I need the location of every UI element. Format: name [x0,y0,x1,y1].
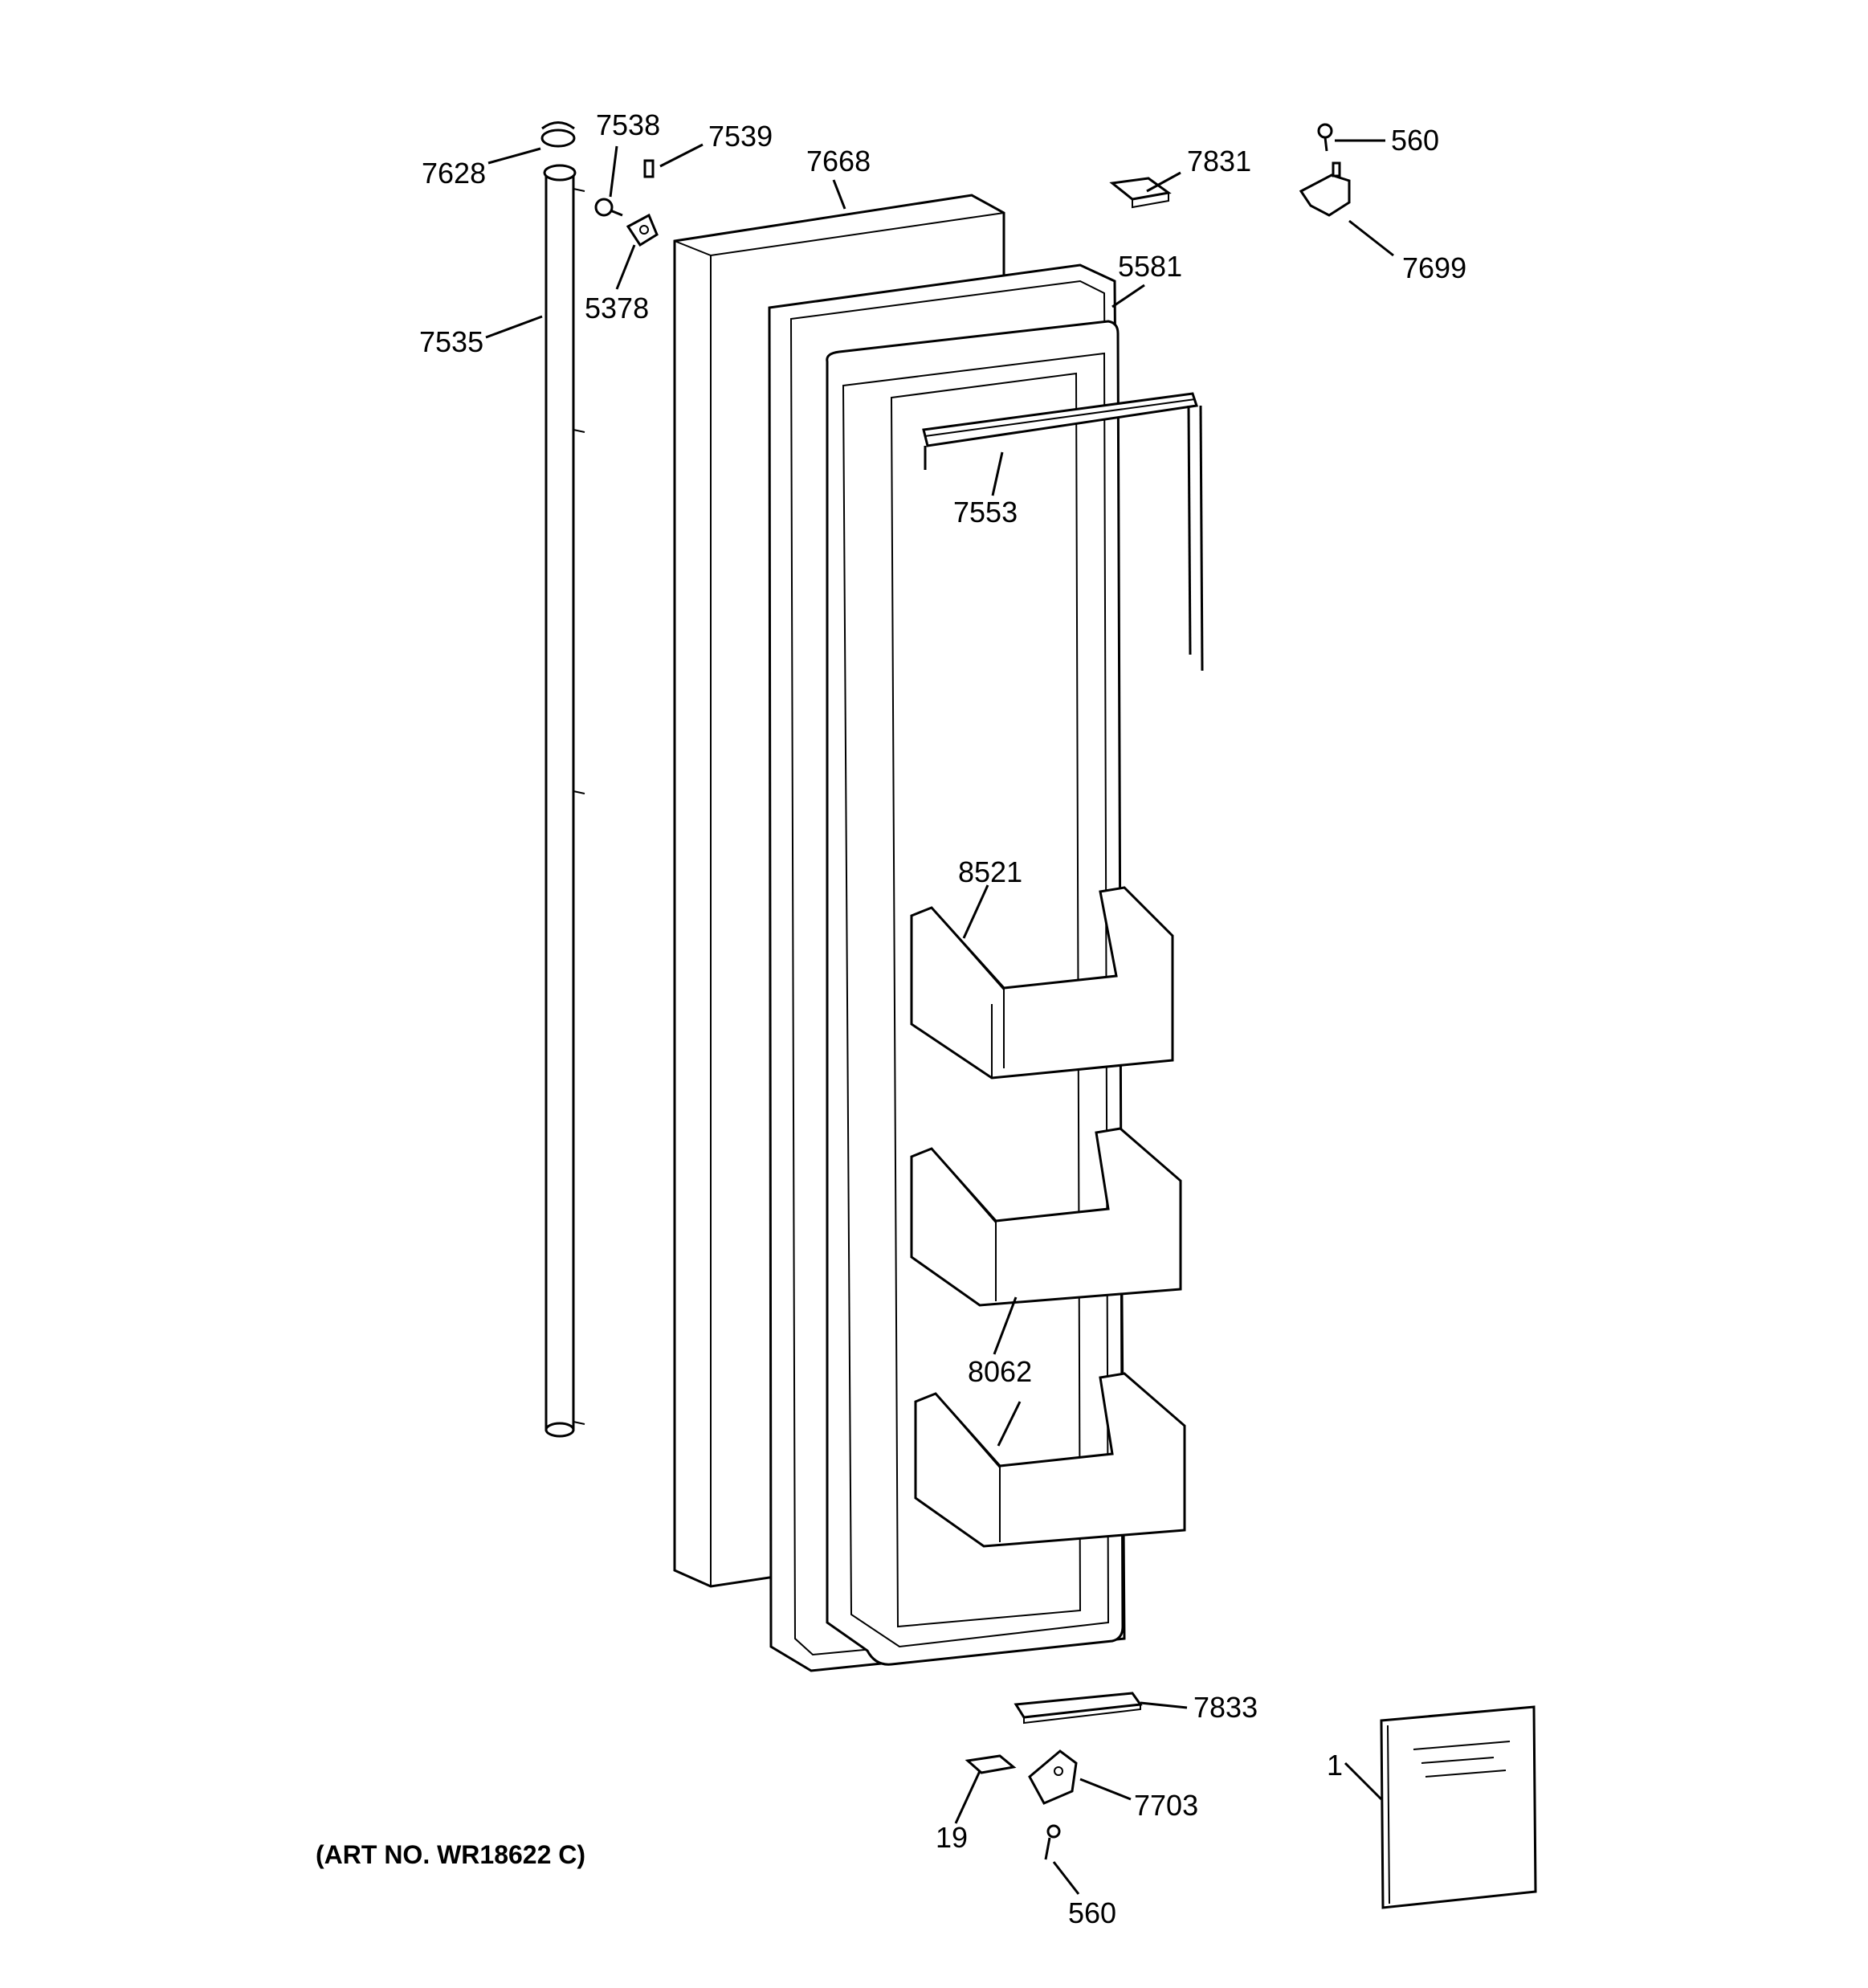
part-8521-shelf-bin [910,886,1174,1080]
callout-560-bottom: 560 [1068,1896,1116,1929]
callout-1: 1 [1327,1749,1343,1782]
part-5378-bracket [626,213,659,247]
part-7628-cap [540,121,576,148]
callout-8062: 8062 [968,1355,1032,1388]
callout-7831: 7831 [1187,145,1251,178]
callout-8521: 8521 [958,855,1022,888]
part-7703-bottom-hinge [1028,1749,1078,1805]
part-7699-hinge [1299,161,1351,217]
callout-7699: 7699 [1402,251,1466,284]
callout-7538: 7538 [596,108,660,141]
part-7831-bracket [1109,177,1172,209]
art-number: (ART NO. WR18622 C) [316,1840,585,1869]
callout-7628: 7628 [422,157,486,190]
part-8062-shelf-bin-middle [910,1127,1182,1307]
callout-560-top: 560 [1391,124,1439,157]
part-7538-screw [594,198,623,217]
part-560-screw-top [1317,123,1333,152]
part-19-bracket [965,1754,1017,1774]
part-7539-spring [643,159,655,178]
callout-5378: 5378 [585,292,649,325]
part-1-manual [1380,1705,1537,1909]
callout-7535: 7535 [419,325,483,358]
callout-5581: 5581 [1118,250,1182,283]
callout-7833: 7833 [1193,1691,1258,1724]
part-7553-gasket [922,392,1204,672]
part-560-screw-bottom [1044,1824,1061,1860]
part-7833-bottom-bar [1014,1692,1143,1725]
callout-7539: 7539 [708,120,773,153]
callout-19: 19 [936,1821,968,1854]
part-7535-rod [543,164,585,1438]
callout-7668: 7668 [806,145,871,178]
part-8062-shelf-bin-bottom [914,1372,1186,1548]
leader-lines [485,139,1394,1895]
callout-7553: 7553 [953,496,1018,529]
callout-7703: 7703 [1134,1789,1198,1822]
